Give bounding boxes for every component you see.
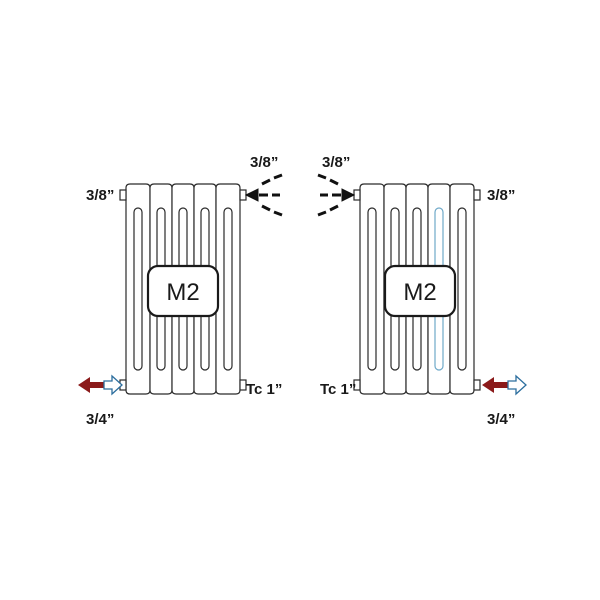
right-top-right-connection-label: 3/8” (487, 187, 515, 204)
left-model-badge (146, 264, 220, 318)
left-vent-connection-label: 3/8” (250, 154, 278, 171)
left-bottom-left-connection-label: 3/4” (86, 411, 114, 428)
right-air-vent-spray-icon (317, 173, 356, 217)
right-inlet-outlet-arrows-icon (482, 374, 527, 396)
right-vent-connection-label: 3/8” (322, 154, 350, 171)
left-inlet-outlet-arrows-icon (78, 374, 123, 396)
left-model-label: M2 (166, 279, 199, 306)
left-air-vent-spray-icon (244, 173, 283, 217)
right-model-badge (383, 264, 457, 318)
left-bottom-right-connection-label: Tc 1” (246, 381, 282, 398)
right-model-label: M2 (403, 279, 436, 306)
right-radiator: M2 3/8” 3/8” Tc 1” 3/4” (317, 154, 527, 428)
right-radiator-body (353, 183, 481, 395)
left-radiator: M2 3/8” 3/8” Tc 1” 3/4” (78, 154, 283, 428)
left-top-left-connection-label: 3/8” (86, 187, 114, 204)
right-bottom-right-connection-label: 3/4” (487, 411, 515, 428)
right-bottom-left-connection-label: Tc 1” (320, 381, 356, 398)
